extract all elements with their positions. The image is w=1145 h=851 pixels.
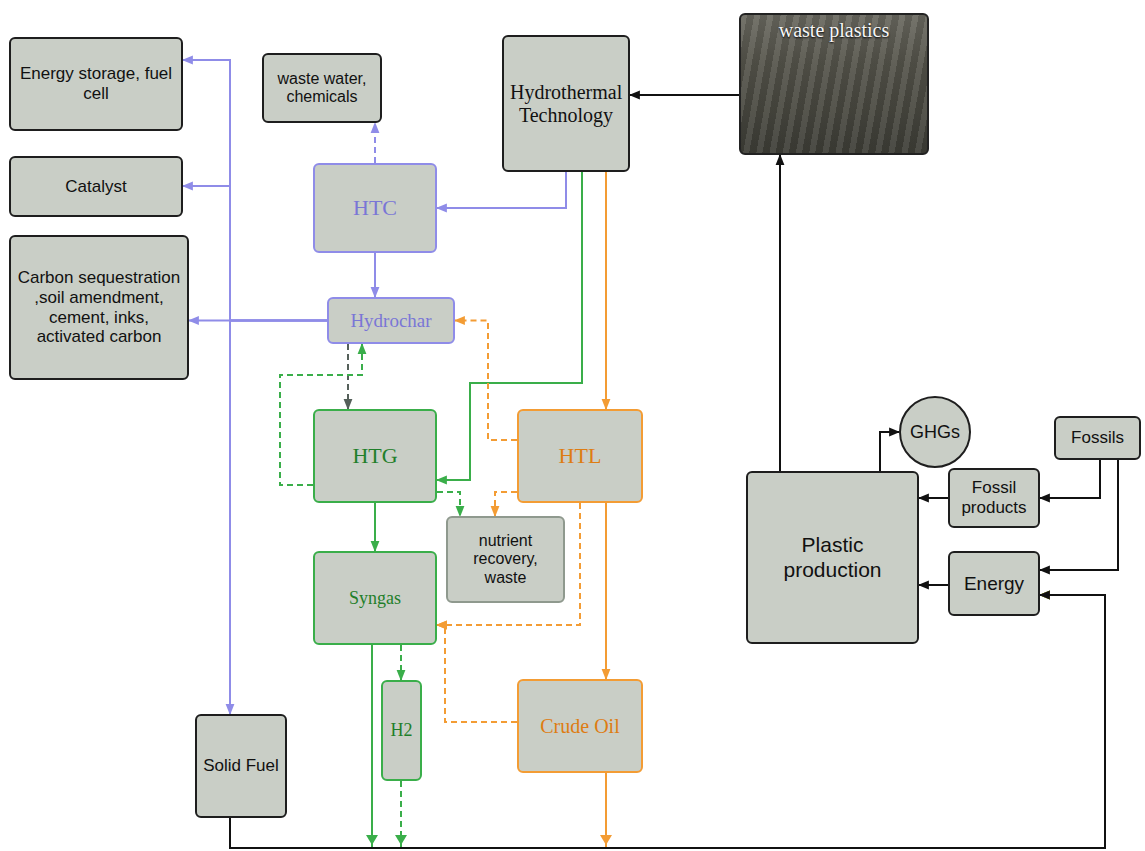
flow-connector (495, 492, 517, 516)
flow-connector (437, 503, 580, 625)
node-label: Syngas (321, 588, 429, 609)
htg-box: Syngas (313, 551, 437, 645)
flow-connector (779, 155, 781, 471)
flow-connector (880, 432, 899, 471)
flow-connector (400, 645, 402, 680)
flow-connector (605, 172, 607, 409)
htg-box: H2 (381, 680, 422, 781)
flow-connector (919, 584, 948, 586)
node-label: Hydrothermal Technology (510, 81, 622, 127)
process-box: Solid Fuel (195, 714, 287, 818)
flow-connector (605, 503, 607, 679)
flow-connector (374, 253, 376, 297)
flow-connector (1040, 460, 1118, 570)
htl-box: HTL (517, 409, 643, 503)
node-label: Crude Oil (525, 715, 635, 738)
flow-connector (374, 503, 376, 551)
node-label: HTG (321, 443, 429, 468)
flow-connector (437, 492, 460, 516)
flow-connector (372, 595, 1105, 848)
flow-connector (630, 94, 739, 96)
process-box: Plastic production (746, 471, 919, 644)
process-box: Hydrothermal Technology (502, 35, 630, 172)
flow-connector (230, 321, 327, 715)
flow-connector (437, 625, 517, 722)
byproduct-box: nutrient recovery, waste (446, 516, 565, 603)
photo-box: waste plastics (739, 13, 929, 155)
htg-box: HTG (313, 409, 437, 503)
process-box: Catalyst (9, 156, 183, 217)
node-label: waste water, chemicals (270, 70, 374, 107)
process-box: Fossils (1054, 416, 1141, 460)
flow-connector (347, 344, 349, 409)
node-label: HTC (321, 195, 429, 220)
process-box: Energy storage, fuel cell (9, 37, 183, 131)
process-box: Fossil products (948, 468, 1040, 528)
node-label: Fossils (1062, 428, 1133, 448)
node-label: Solid Fuel (203, 756, 279, 776)
node-label: nutrient recovery, waste (454, 532, 557, 587)
process-box: Energy (948, 551, 1040, 616)
flow-connector (455, 321, 517, 441)
node-label: HTL (525, 443, 635, 468)
htc-box: HTC (313, 163, 437, 253)
flow-connector (437, 172, 566, 208)
process-box: waste water, chemicals (262, 53, 382, 123)
htc-box: Hydrochar (327, 297, 455, 344)
node-label: Carbon sequestration ,soil amendment, ce… (17, 268, 181, 346)
node-label: Fossil products (956, 478, 1032, 517)
flow-connector (1040, 460, 1100, 498)
emission-circle: GHGs (899, 396, 971, 468)
htl-box: Crude Oil (517, 679, 643, 773)
flow-connector (374, 123, 376, 163)
flow-connector (919, 497, 948, 499)
node-label: waste plastics (747, 19, 921, 42)
node-label: H2 (389, 720, 414, 741)
node-label: Plastic production (754, 533, 911, 581)
process-box: Carbon sequestration ,soil amendment, ce… (9, 235, 189, 380)
flow-connector (183, 186, 327, 321)
node-label: Energy (956, 573, 1032, 595)
node-label: GHGs (907, 422, 963, 443)
node-label: Catalyst (17, 177, 175, 197)
node-label: Energy storage, fuel cell (17, 64, 175, 103)
node-label: Hydrochar (335, 310, 447, 332)
